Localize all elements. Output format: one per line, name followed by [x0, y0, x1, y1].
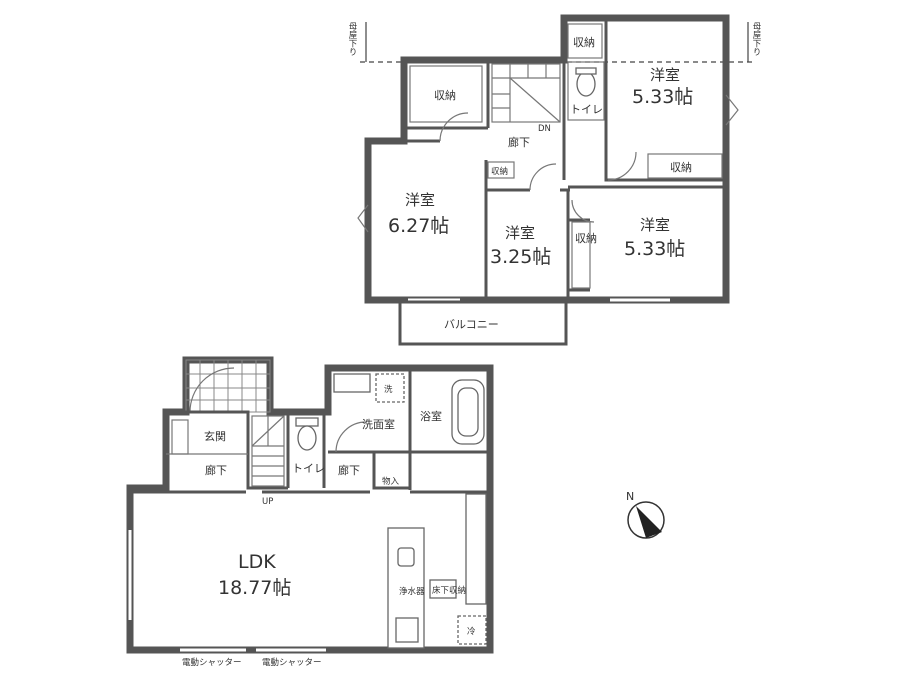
hallway-lower-label: 廊下 — [205, 463, 227, 477]
storage-nw — [409, 65, 483, 123]
storage-n — [567, 23, 603, 59]
toilet-upper-label: トイレ — [570, 103, 603, 116]
room-c-name: 洋室 — [505, 224, 535, 242]
room-ne-name: 洋室 — [650, 66, 680, 84]
entrance-door-arc — [189, 367, 235, 413]
first-floor-outer-wall — [126, 356, 494, 654]
entrance-porch-tiles — [185, 359, 271, 413]
under-floor-label: 床下収納 — [432, 585, 466, 596]
ldk-name: LDK — [238, 551, 276, 573]
toilet-upper-tank — [575, 67, 597, 75]
door-arc — [529, 163, 557, 191]
toilet-upper-icon — [576, 71, 596, 97]
room-w-name: 洋室 — [405, 191, 435, 209]
bath-label: 浴室 — [420, 409, 442, 423]
wash-basin — [333, 373, 371, 393]
storage-hall — [487, 161, 515, 179]
stairs-up-label: UP — [262, 497, 273, 507]
roof-note-left: 母屋下り — [347, 22, 357, 56]
bathtub-inner — [457, 387, 479, 437]
storage-ne — [647, 153, 723, 179]
toilet-lower-tank — [295, 417, 319, 427]
stairs-lower — [251, 415, 285, 487]
door-arc — [607, 151, 637, 181]
washing-machine — [375, 373, 405, 403]
storage-e-label: 収納 — [575, 232, 597, 245]
door-arc — [439, 112, 469, 142]
toilet-upper-room — [567, 61, 605, 121]
north-east-room-wall — [604, 18, 726, 182]
balcony — [398, 300, 568, 346]
back-cabinet — [465, 493, 487, 605]
window-bay-left — [357, 204, 369, 233]
stairs-upper — [491, 63, 561, 123]
shutter-right-label: 電動シャッター — [262, 657, 322, 668]
first-floor: 玄関 廊下 UP トイレ 廊下 洗 洗面室 浴室 物入 — [126, 356, 494, 668]
storage-e-walls — [568, 218, 590, 292]
storage-e — [571, 221, 591, 289]
closet-label: 物入 — [382, 476, 400, 487]
washroom-door-arc — [335, 421, 367, 453]
storage-ne-label: 収納 — [670, 161, 692, 174]
storage-partition — [402, 60, 488, 130]
ldk-area: 18.77帖 — [218, 577, 291, 599]
compass-north-label: N — [626, 490, 634, 503]
washroom-label: 洗面室 — [362, 417, 395, 431]
second-floor-outer-wall — [364, 14, 730, 304]
fridge-label: 冷 — [467, 626, 476, 637]
water-heater-label: 浄水器 — [399, 586, 425, 597]
hallway-upper-label: 廊下 — [508, 135, 530, 149]
entrance-label: 玄関 — [204, 429, 226, 443]
room-e-name: 洋室 — [640, 216, 670, 234]
stair-wall — [246, 412, 288, 490]
kitchen-sink — [397, 547, 415, 567]
storage-nw-label: 収納 — [434, 89, 456, 102]
room-ne-area: 5.33帖 — [632, 86, 693, 108]
storage-n-label: 収納 — [573, 36, 595, 49]
window-bay-right — [725, 94, 739, 126]
compass: N — [626, 490, 665, 539]
roof-note-right: 母屋下り — [751, 22, 761, 56]
toilet-lower-label: トイレ — [292, 462, 325, 475]
room-c-area: 3.25帖 — [490, 246, 551, 268]
under-floor-storage — [429, 579, 457, 599]
shutter-left-label: 電動シャッター — [182, 657, 242, 668]
door-arc — [571, 199, 595, 223]
cooktop — [395, 617, 419, 643]
balcony-label: バルコニー — [444, 318, 499, 331]
compass-needle-icon — [636, 506, 662, 538]
closet-wall — [372, 452, 410, 490]
room-w-area: 6.27帖 — [388, 215, 449, 237]
laundry-label: 洗 — [384, 384, 393, 395]
refrigerator — [457, 615, 487, 645]
hallway-small-label: 廊下 — [338, 463, 360, 477]
room-e-area: 5.33帖 — [624, 238, 685, 260]
stairs-down-label: DN — [538, 124, 551, 134]
shoe-cabinet — [171, 419, 189, 455]
second-floor: 母屋下り 母屋下り 収納 収納 収納 収納 収納 — [347, 14, 761, 346]
toilet-lower-icon — [297, 425, 317, 451]
storage-hall-label: 収納 — [491, 166, 508, 177]
